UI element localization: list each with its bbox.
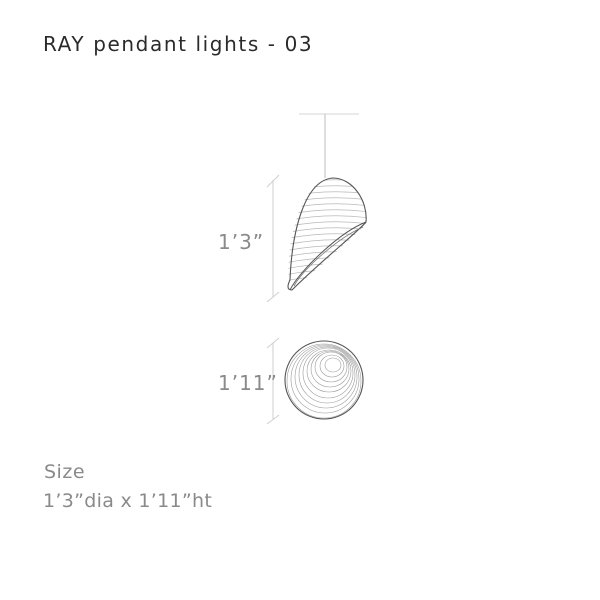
size-value: 1’3”dia x 1’11”ht bbox=[43, 490, 213, 512]
side-view-height-label: 1’3” bbox=[218, 230, 265, 254]
bottom-view-height-label: 1’11” bbox=[218, 371, 278, 395]
pendant-side-view-icon bbox=[266, 113, 367, 303]
size-heading: Size bbox=[44, 461, 86, 483]
pendant-bottom-view-icon bbox=[266, 337, 364, 425]
page-title: RAY pendant lights - 03 bbox=[43, 32, 314, 56]
